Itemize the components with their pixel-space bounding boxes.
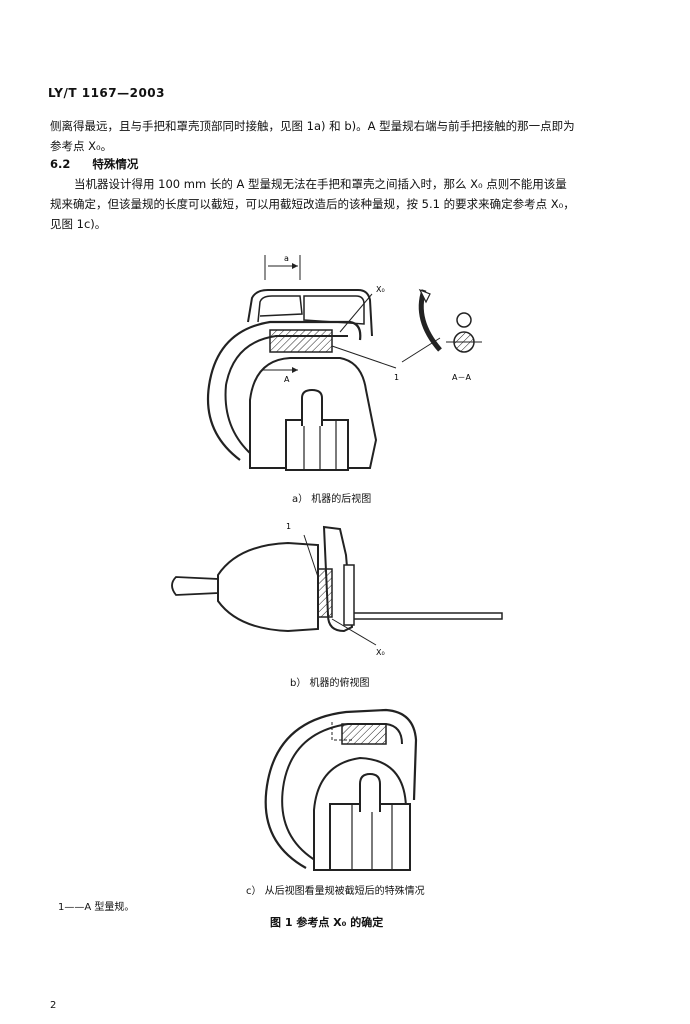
standard-code: LY/T 1167—2003 xyxy=(48,86,166,100)
special-line-2: 规来确定，但该量规的长度可以截短，可以用截短改造后的该种量规，按 5.1 的要求… xyxy=(50,197,575,211)
special-line-1: 当机器设计得用 100 mm 长的 A 型量规无法在手把和罩壳之间插入时，那么 … xyxy=(74,177,567,191)
figure-b-caption: b） 机器的俯视图 xyxy=(290,678,370,689)
fig-a-label-section: A－A xyxy=(452,373,471,382)
page-number: 2 xyxy=(50,1000,57,1011)
figure-b-top-view: 1 X₀ xyxy=(171,522,503,657)
section-heading: 6.2 特殊情况 xyxy=(50,156,138,172)
fig-a-label-a: a xyxy=(284,254,289,263)
section-number: 6.2 xyxy=(50,157,71,171)
figure-c-shortened-gauge xyxy=(264,708,418,871)
figure-a-rear-view: a X₀ A 1 A－A xyxy=(206,254,482,471)
fig-a-label-x0: X₀ xyxy=(376,285,385,294)
figure-title: 图 1 参考点 X₀ 的确定 xyxy=(270,916,384,929)
intro-paragraph: 侧离得最远，且与手把和罩壳顶部同时接触，见图 1a) 和 b)。A 型量规右端与… xyxy=(50,116,640,156)
fig-b-label-x0: X₀ xyxy=(376,648,385,657)
intro-line-2: 参考点 X₀。 xyxy=(50,139,113,153)
special-line-3: 见图 1c)。 xyxy=(50,217,107,231)
legend-note: 1——A 型量规。 xyxy=(58,902,135,913)
figure-c-caption: c） 从后视图看量规被截短后的特殊情况 xyxy=(246,886,425,897)
fig-a-label-1: 1 xyxy=(394,373,399,382)
fig-a-label-A-bottom: A xyxy=(284,375,290,384)
section-title: 特殊情况 xyxy=(92,157,139,171)
figure-a-caption: a） 机器的后视图 xyxy=(292,494,372,505)
special-case-paragraph: 当机器设计得用 100 mm 长的 A 型量规无法在手把和罩壳之间插入时，那么 … xyxy=(50,174,640,234)
fig-b-label-1: 1 xyxy=(286,522,291,531)
intro-line-1: 侧离得最远，且与手把和罩壳顶部同时接触，见图 1a) 和 b)。A 型量规右端与… xyxy=(50,119,575,133)
